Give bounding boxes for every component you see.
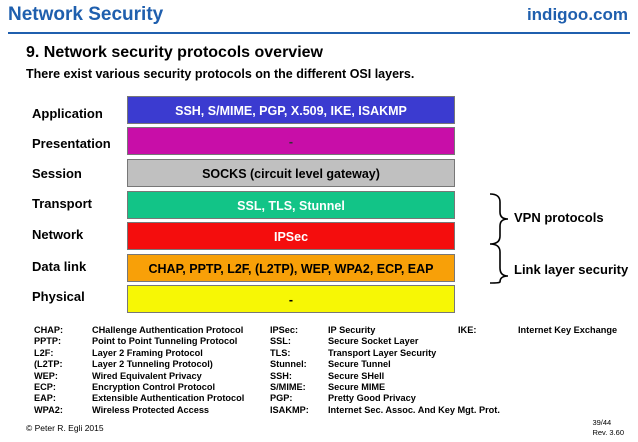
legend-meaning-column-3: Internet Key Exchange xyxy=(518,325,617,336)
legend-abbr: SSL: xyxy=(270,336,291,347)
legend-meaning-column-1: CHallenge Authentication Protocol Point … xyxy=(92,325,244,416)
vpn-protocols-label: VPN protocols xyxy=(514,210,604,225)
legend-abbr: PGP: xyxy=(270,393,293,404)
legend-abbr: EAP: xyxy=(34,393,56,404)
header-brand: indigoo.com xyxy=(526,5,628,24)
legend-abbr-column-2: IPSec: SSL: TLS: Stunnel: SSH: S/MIME: P… xyxy=(270,325,309,416)
layer-label-network: Network xyxy=(32,227,84,242)
legend-meaning: Wireless Protected Access xyxy=(92,404,210,415)
legend-abbr: WEP: xyxy=(34,370,58,381)
protocol-band-presentation: - xyxy=(127,127,455,155)
brace-icon xyxy=(489,193,509,284)
legend-abbr: IPSec: xyxy=(270,325,299,335)
legend-abbr-column-3: IKE: xyxy=(458,325,476,336)
revision-number: Rev. 3.60 xyxy=(592,428,624,437)
legend-abbr: ECP: xyxy=(34,381,56,392)
legend-abbr: WPA2: xyxy=(34,404,63,415)
layer-label-presentation: Presentation xyxy=(32,136,111,151)
header-divider xyxy=(8,32,630,34)
legend-abbr: ISAKMP: xyxy=(270,404,309,415)
legend-abbr: SSH: xyxy=(270,370,292,381)
legend-meaning: Secure Tunnel xyxy=(328,359,391,370)
legend-meaning: Layer 2 Framing Protocol xyxy=(92,347,203,358)
legend-meaning: Internet Sec. Assoc. And Key Mgt. Prot. xyxy=(328,404,500,415)
protocol-band-transport: SSL, TLS, Stunnel xyxy=(127,191,455,219)
legend-meaning: Secure MIME xyxy=(328,381,386,392)
legend-meaning: Secure Socket Layer xyxy=(328,336,419,347)
slide-heading: 9. Network security protocols overview xyxy=(26,44,323,61)
layer-label-transport: Transport xyxy=(32,196,92,211)
page-number: 39/44 xyxy=(592,418,612,427)
header-title: Network Security xyxy=(8,4,164,25)
legend-abbr: (L2TP: xyxy=(34,359,63,370)
protocol-band-data-link: CHAP, PPTP, L2F, (L2TP), WEP, WPA2, ECP,… xyxy=(127,254,455,282)
slide-subtitle: There exist various security protocols o… xyxy=(26,67,415,81)
legend-abbr: TLS: xyxy=(270,347,291,358)
layer-label-session: Session xyxy=(32,166,82,181)
layer-label-physical: Physical xyxy=(32,289,85,304)
link-layer-security-label: Link layer security xyxy=(514,262,629,277)
protocol-band-network: IPSec xyxy=(127,222,455,250)
protocol-band-physical: - xyxy=(127,285,455,313)
legend-meaning: Encryption Control Protocol xyxy=(92,381,216,392)
legend-abbr: S/MIME: xyxy=(270,381,306,392)
protocol-band-session: SOCKS (circuit level gateway) xyxy=(127,159,455,187)
legend-meaning: IP Security xyxy=(328,325,376,335)
legend-abbr: PPTP: xyxy=(34,336,62,347)
legend-meaning: Point to Point Tunneling Protocol xyxy=(92,336,238,347)
legend-abbr-column-1: CHAP: PPTP: L2F: (L2TP: WEP: ECP: EAP: W… xyxy=(34,325,63,416)
legend-meaning: Transport Layer Security xyxy=(328,347,437,358)
legend-abbr: L2F: xyxy=(34,347,54,358)
legend-abbr: IKE: xyxy=(458,325,477,335)
legend-meaning: Extensible Authentication Protocol xyxy=(92,393,245,404)
legend-abbr: CHAP: xyxy=(34,325,64,335)
legend-meaning: Layer 2 Tunneling Protocol) xyxy=(92,359,213,370)
legend-meaning: Internet Key Exchange xyxy=(518,325,618,335)
layer-label-application: Application xyxy=(32,106,103,121)
legend-meaning-column-2: IP Security Secure Socket Layer Transpor… xyxy=(328,325,500,416)
footer-page-info: 39/44 Rev. 3.60 xyxy=(592,418,624,438)
legend-meaning: CHallenge Authentication Protocol xyxy=(92,325,244,335)
legend-meaning: Pretty Good Privacy xyxy=(328,393,416,404)
layer-label-data-link: Data link xyxy=(32,259,87,274)
footer-copyright: © Peter R. Egli 2015 xyxy=(26,423,104,433)
legend-meaning: Wired Equivalent Privacy xyxy=(92,370,202,381)
legend-meaning: Secure SHell xyxy=(328,370,385,381)
protocol-band-application: SSH, S/MIME, PGP, X.509, IKE, ISAKMP xyxy=(127,96,455,124)
legend-abbr: Stunnel: xyxy=(270,359,307,370)
